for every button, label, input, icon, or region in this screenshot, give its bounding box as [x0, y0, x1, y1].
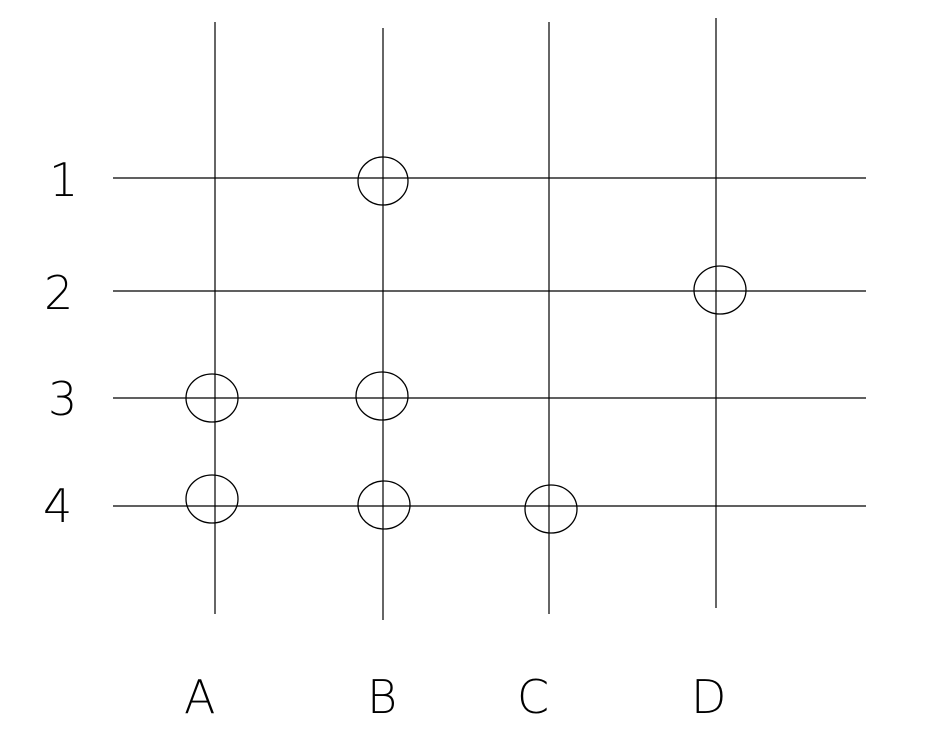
column-label-b: B — [367, 670, 397, 724]
row-label-2: 2 — [44, 266, 73, 320]
row-labels: 1 2 3 4 — [43, 153, 78, 533]
row-lines — [113, 177, 866, 507]
row-label-4: 4 — [43, 479, 72, 533]
column-label-d: D — [691, 670, 726, 724]
row-label-1: 1 — [49, 153, 78, 207]
marker-a4 — [185, 474, 239, 524]
column-label-a: A — [184, 670, 215, 724]
column-label-c: C — [517, 670, 549, 724]
marker-d2 — [693, 265, 747, 315]
marker-b1 — [357, 156, 409, 206]
marker-b4 — [357, 480, 411, 530]
marker-c4 — [524, 484, 578, 534]
marker-a3 — [185, 373, 239, 423]
column-lines — [214, 18, 717, 620]
row-label-3: 3 — [48, 372, 77, 426]
markers — [185, 156, 747, 534]
column-labels: A B C D — [184, 670, 726, 724]
marker-b3 — [355, 371, 409, 421]
